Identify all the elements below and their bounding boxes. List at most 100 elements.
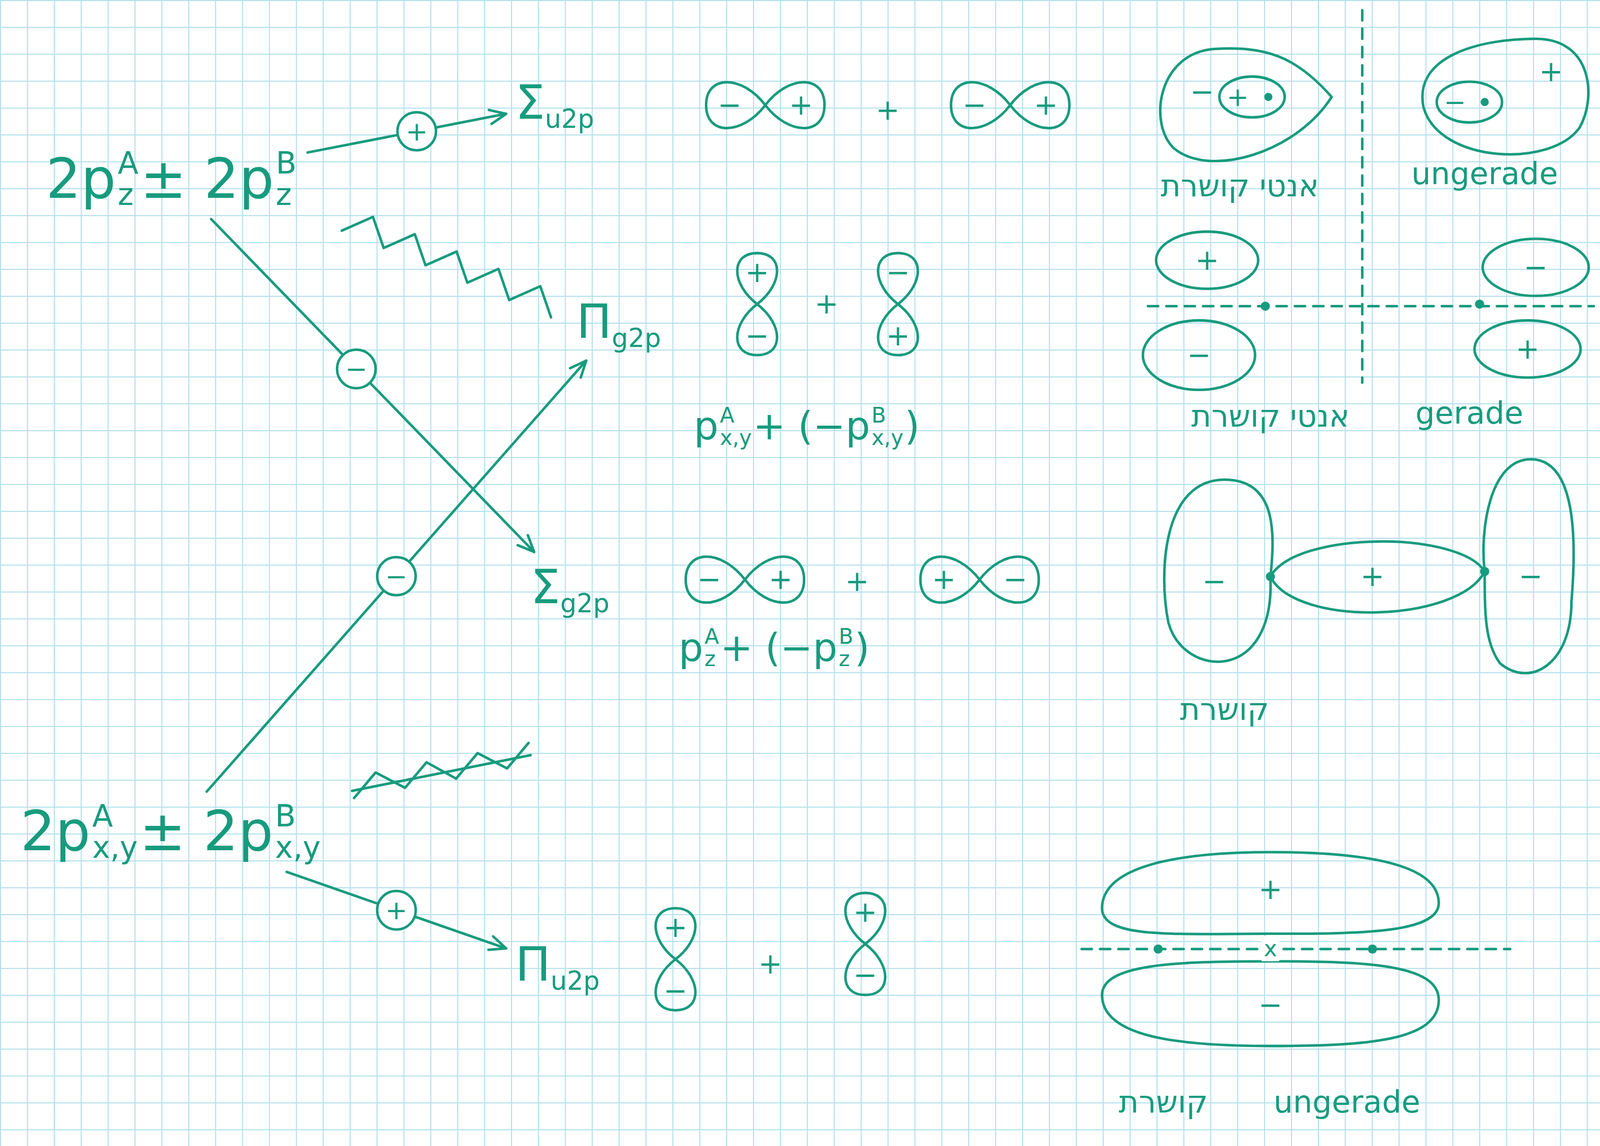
- plus-sign: +: [875, 94, 900, 126]
- nucleus-dot: [1480, 566, 1490, 576]
- symmetry-note: ungerade: [1411, 156, 1558, 191]
- p-orbital-lobes: [920, 556, 1039, 603]
- orbital-combination-arrow: [206, 360, 587, 793]
- phase-sign: +: [744, 256, 769, 289]
- expression-part-subscript: z: [838, 648, 854, 671]
- bonding-note: אנטי קושרת: [1191, 399, 1350, 433]
- dashed-divider: [1360, 10, 1364, 383]
- pi-lobe-contour: [1482, 239, 1589, 297]
- expression-part-subscript: x,y: [871, 426, 904, 450]
- bonding-note: קושרת: [1118, 1085, 1209, 1119]
- pi-lobe-contour: [1474, 320, 1581, 379]
- expression-part-index-stack: Bz: [838, 625, 854, 671]
- orbital-text-index-stack: Az: [117, 147, 139, 212]
- phase-sign: −: [717, 89, 742, 121]
- expression-part-subscript: z: [704, 648, 720, 671]
- expression-part-index-stack: Ax,y: [719, 404, 752, 450]
- dashed-axis: [1081, 947, 1257, 951]
- orbital-text: Σ: [530, 559, 561, 615]
- phase-sign: −: [1258, 989, 1283, 1021]
- phase-sign: −: [1444, 87, 1467, 117]
- pi-lobe-contour: [1155, 231, 1258, 290]
- circled-sign: +: [376, 890, 418, 932]
- antibonding-contour: [1422, 38, 1589, 155]
- symmetry-note: gerade: [1415, 396, 1524, 430]
- orbital-text: ± 2p: [139, 799, 274, 864]
- expression-part: p: [678, 625, 704, 671]
- orbital-text-subscript: z: [276, 179, 297, 212]
- orbital-text-index-stack: Bx,y: [275, 800, 321, 865]
- circled-sign: −: [376, 555, 418, 597]
- phase-sign: −: [1523, 251, 1548, 284]
- phase-sign: +: [1195, 244, 1219, 277]
- phase-sign: −: [853, 959, 878, 992]
- nucleus-dot: [1368, 944, 1378, 955]
- bonding-note: אנטי קושרת: [1160, 168, 1319, 203]
- phase-sign: +: [663, 911, 688, 944]
- dashed-axis: [1147, 304, 1594, 308]
- molecular-orbital-term: Σg2p: [525, 556, 615, 623]
- dashed-axis: [1283, 947, 1511, 951]
- phase-sign: +: [853, 896, 878, 929]
- phase-sign: +: [1034, 89, 1059, 121]
- orbital-text-subscript: z: [117, 179, 139, 212]
- expression-part-index-stack: Az: [704, 625, 720, 671]
- nucleus-dot: [1480, 97, 1489, 107]
- expression-part-superscript: B: [838, 625, 854, 649]
- atomic-orbital-combination: 2pAx,y± 2pBx,y: [15, 795, 328, 868]
- orbital-text-superscript: B: [276, 147, 297, 180]
- lcao-expression: pAz+ (−pBz): [678, 624, 870, 672]
- bonding-note: קושרת: [1179, 692, 1270, 726]
- expression-part-subscript: x,y: [719, 426, 752, 450]
- phase-sign: −: [1189, 76, 1214, 108]
- phase-sign: +: [789, 89, 813, 121]
- expression-part: ): [854, 625, 870, 671]
- pi-bonding-contour: [1102, 961, 1440, 1047]
- phase-sign: −: [962, 89, 987, 121]
- nucleus-dot: [1475, 299, 1485, 309]
- p-orbital-lobes: [737, 253, 777, 356]
- phase-sign: −: [1003, 563, 1028, 596]
- bonding-contour: [1483, 459, 1574, 674]
- plus-sign: +: [814, 288, 839, 320]
- orbital-text: 2p: [45, 146, 116, 212]
- molecular-orbital-term: Πg2p: [571, 290, 666, 357]
- orbital-text: 2p: [20, 799, 91, 864]
- bonding-contour: [1270, 541, 1485, 613]
- phase-sign: −: [663, 975, 688, 1007]
- nucleus-dot: [1153, 944, 1163, 955]
- orbital-text-subscript: u2p: [545, 104, 595, 134]
- phase-sign: +: [931, 563, 956, 596]
- antibonding-contour: [1160, 48, 1332, 162]
- phase-sign: +: [886, 320, 910, 352]
- p-orbital-lobes: [655, 908, 696, 1011]
- plus-sign: +: [845, 565, 870, 598]
- orbital-text-index-stack: Ax,y: [92, 800, 139, 865]
- orbital-combination-arrow: [211, 219, 534, 553]
- plus-sign: +: [758, 948, 783, 980]
- expression-part: ): [904, 403, 921, 449]
- p-orbital-lobes: [685, 556, 804, 603]
- inner-contour: [1436, 81, 1503, 123]
- crossed-out-arrow: [342, 216, 552, 318]
- orbital-text-subscript: x,y: [275, 832, 321, 865]
- circled-sign: −: [335, 348, 378, 390]
- orbital-text: ± 2p: [140, 146, 275, 212]
- phase-sign: +: [768, 563, 793, 596]
- symmetry-note: ungerade: [1273, 1085, 1421, 1119]
- phase-sign: −: [1202, 565, 1227, 598]
- bonding-contour: [1164, 479, 1273, 662]
- phase-sign: +: [1226, 82, 1249, 112]
- orbital-text: Π: [576, 294, 612, 350]
- center-mark: x: [1261, 936, 1279, 962]
- nucleus-dot: [1265, 571, 1275, 582]
- phase-sign: +: [1515, 333, 1540, 365]
- orbital-text-subscript: g2p: [560, 588, 610, 619]
- expression-part-superscript: A: [719, 404, 752, 427]
- phase-sign: −: [697, 563, 722, 596]
- p-orbital-lobes: [877, 253, 918, 356]
- expression-part: + (−p: [753, 403, 871, 449]
- lcao-expression: pAx,y+ (−pBx,y): [693, 402, 920, 450]
- nucleus-dot: [1260, 301, 1270, 311]
- inner-contour: [1219, 76, 1285, 118]
